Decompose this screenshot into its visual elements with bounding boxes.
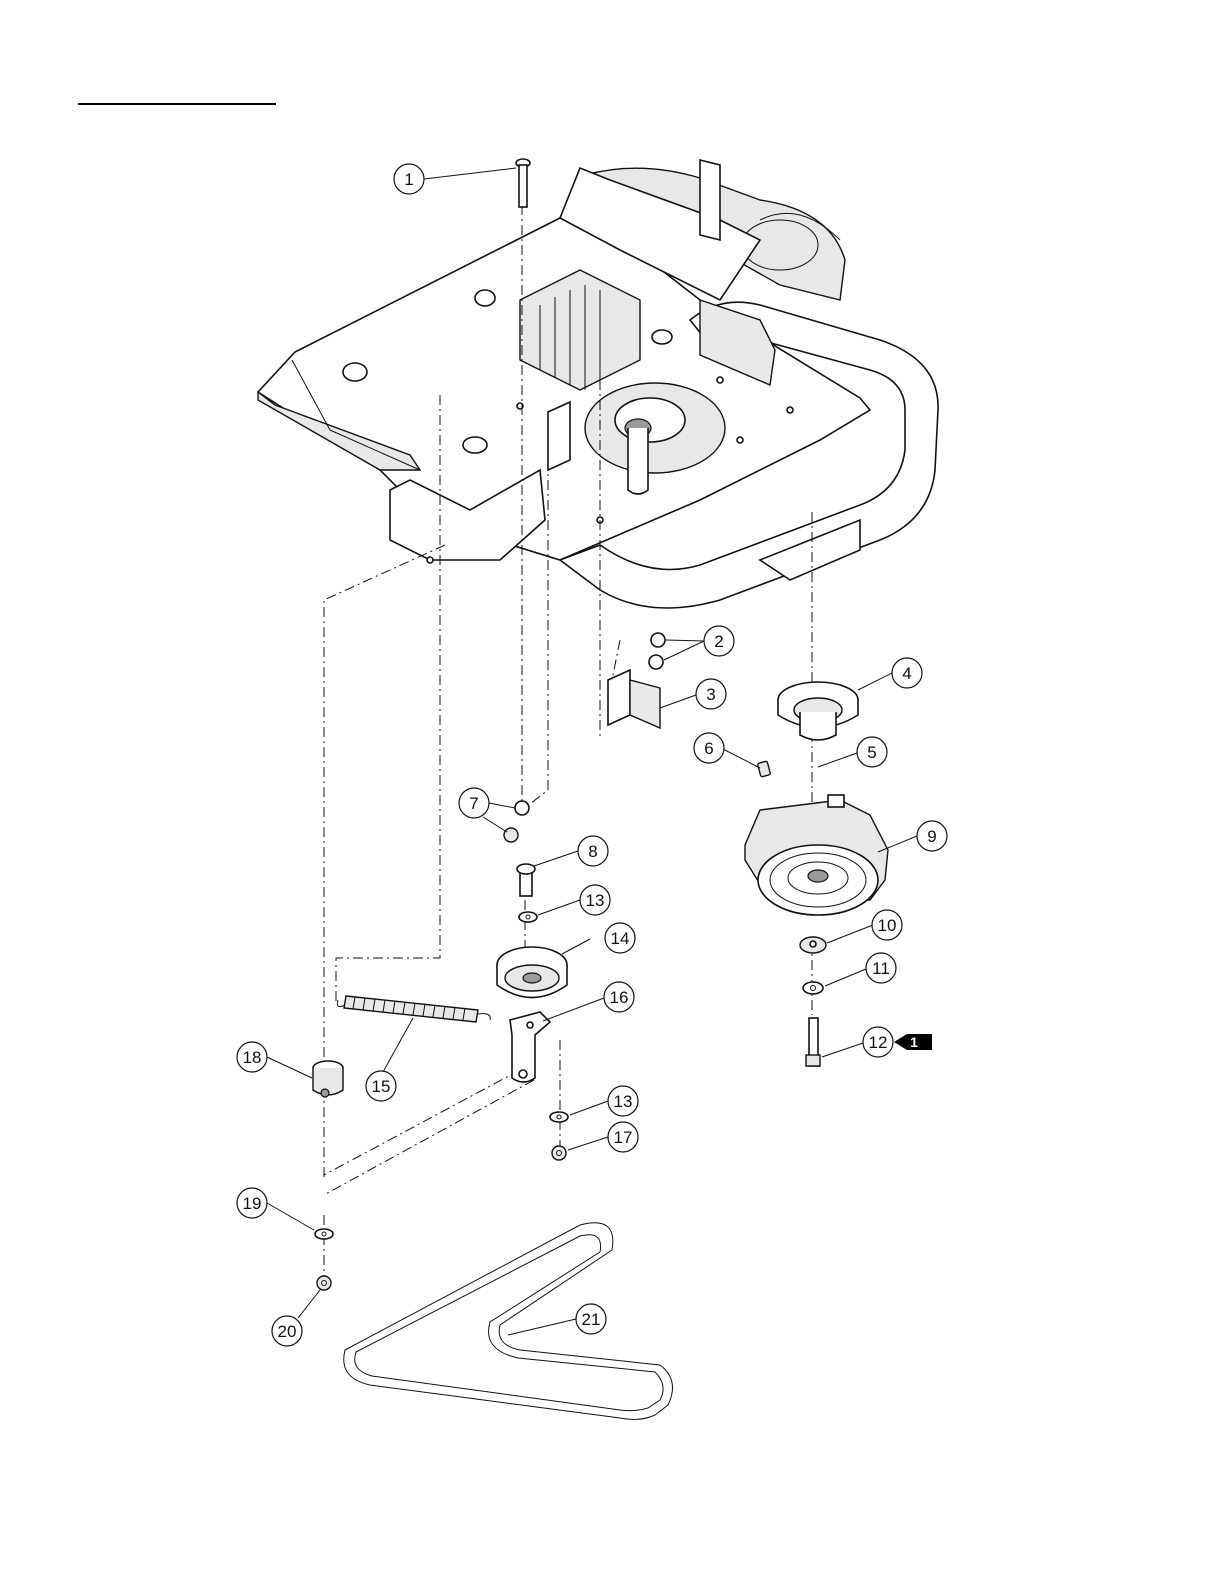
callout-21-label: 21: [582, 1310, 601, 1329]
callout-1-label: 1: [404, 170, 413, 189]
callout-17-label: 17: [614, 1128, 633, 1147]
part-13-washer-lower: [550, 1112, 568, 1122]
callout-10: 10: [872, 910, 902, 940]
callout-8: 8: [578, 836, 608, 866]
callout-18-label: 18: [243, 1048, 262, 1067]
part-10-spacer: [800, 937, 826, 953]
callout-3-label: 3: [706, 685, 715, 704]
callout-21: 21: [576, 1304, 606, 1334]
callout-2: 2: [704, 626, 734, 656]
callout-11: 11: [866, 953, 896, 983]
callout-6: 6: [694, 733, 724, 763]
part-11-washer: [803, 982, 823, 994]
callout-20-label: 20: [278, 1322, 297, 1341]
callout-15: 15: [366, 1071, 396, 1101]
callout-12: 12: [863, 1027, 893, 1057]
part-21-drive-belt: [344, 1223, 673, 1420]
part-15-spring: [337, 996, 490, 1022]
part-7-nuts: [504, 801, 529, 842]
part-14-idler-pulley: [497, 947, 567, 998]
callout-13-lower: 13: [608, 1086, 638, 1116]
callout-14-label: 14: [611, 929, 630, 948]
callout-9-label: 9: [927, 827, 936, 846]
callout-13-upper-label: 13: [586, 891, 605, 910]
callout-19: 19: [237, 1188, 267, 1218]
callout-7-label: 7: [469, 794, 478, 813]
part-9-electric-clutch: [745, 795, 888, 915]
callout-5: 5: [857, 737, 887, 767]
callout-8-label: 8: [588, 842, 597, 861]
frame-assembly: [258, 160, 938, 608]
callout-16: 16: [604, 982, 634, 1012]
part-1-carriage-bolt: [516, 159, 530, 207]
callout-5-label: 5: [867, 743, 876, 762]
callout-1: 1: [394, 164, 424, 194]
part-12-bolt: [806, 1018, 820, 1066]
callout-3: 3: [696, 679, 726, 709]
note-flag: 1: [894, 1034, 932, 1050]
callout-17: 17: [608, 1122, 638, 1152]
part-16-idler-arm: [510, 1012, 550, 1082]
callout-2-label: 2: [714, 632, 723, 651]
part-2-rivets: [649, 633, 665, 669]
callout-4: 4: [892, 658, 922, 688]
callout-20: 20: [272, 1316, 302, 1346]
callout-10-label: 10: [878, 916, 897, 935]
callout-4-label: 4: [902, 664, 911, 683]
callout-11-label: 11: [872, 959, 890, 978]
part-13-washer-upper: [519, 912, 537, 922]
part-8-shoulder-bolt: [517, 864, 535, 896]
callout-13-lower-label: 13: [614, 1092, 633, 1111]
note-flag-label: 1: [910, 1034, 918, 1050]
part-20-nut: [317, 1276, 331, 1290]
callout-14: 14: [605, 923, 635, 953]
callout-19-label: 19: [243, 1194, 262, 1213]
callout-7: 7: [459, 788, 489, 818]
callout-16-label: 16: [610, 988, 629, 1007]
callout-12-label: 12: [869, 1033, 888, 1052]
callout-15-label: 15: [372, 1077, 391, 1096]
callout-9: 9: [917, 821, 947, 851]
part-18-roller: [313, 1061, 343, 1097]
part-19-washer: [315, 1229, 333, 1239]
part-3-bracket: [608, 670, 660, 728]
callout-13-upper: 13: [580, 885, 610, 915]
part-17-nut: [552, 1146, 566, 1160]
callout-6-label: 6: [704, 739, 713, 758]
part-4-pulley: [778, 682, 858, 740]
callout-18: 18: [237, 1042, 267, 1072]
part-6-key: [757, 761, 770, 777]
